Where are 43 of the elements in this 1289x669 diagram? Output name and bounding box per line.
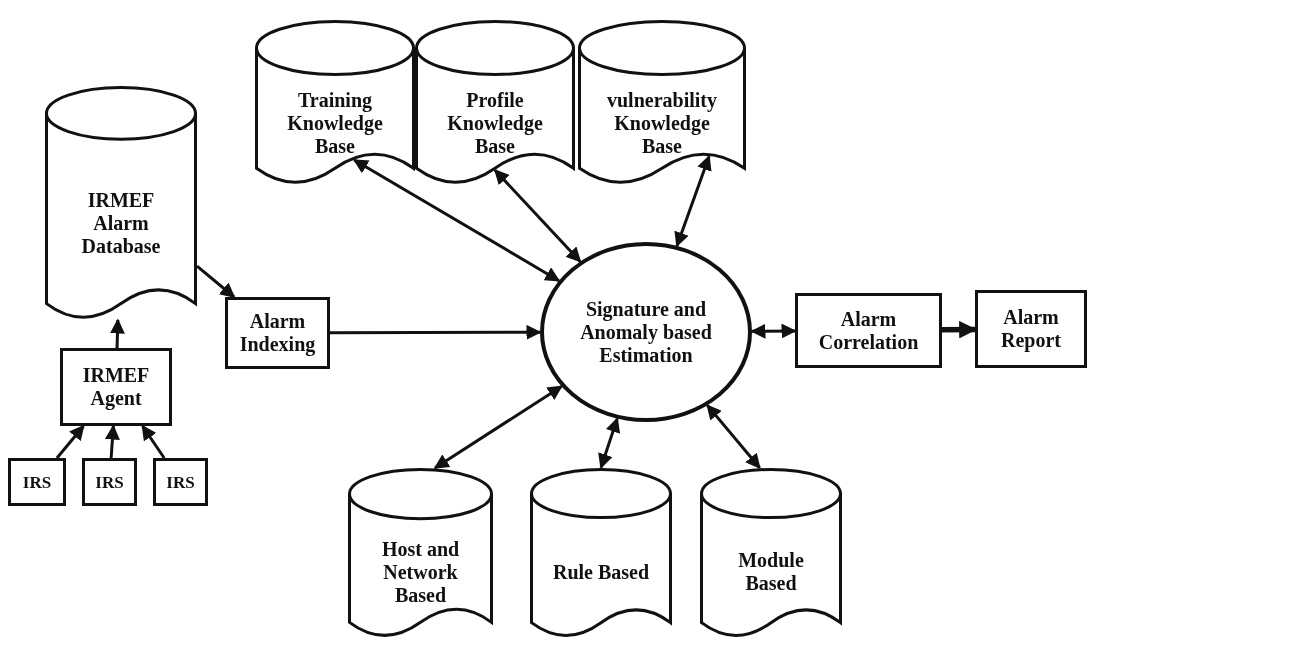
arrow xyxy=(598,417,621,469)
arrow xyxy=(104,424,120,459)
node-label: Alarm Report xyxy=(1000,306,1062,352)
node-label: IRS xyxy=(95,471,124,494)
process-box xyxy=(8,458,66,506)
arrow xyxy=(55,424,85,459)
node-label: Host and Network Based xyxy=(380,538,461,608)
process-box xyxy=(82,458,137,506)
node-label: Training Knowledge Base xyxy=(286,89,384,158)
process-box xyxy=(60,348,172,426)
arrow xyxy=(493,169,582,263)
arrow xyxy=(433,385,563,470)
node-label: Rule Based xyxy=(552,560,650,584)
node-label: Alarm Correlation xyxy=(817,307,920,354)
node-label: Module Based xyxy=(737,549,805,596)
process-box xyxy=(153,458,208,506)
node-label: IRS xyxy=(166,471,195,494)
node-label: IRS xyxy=(22,471,52,494)
node-label: Profile Knowledge Base xyxy=(446,89,544,158)
arrow xyxy=(109,318,125,349)
database-cylinder xyxy=(255,20,415,185)
database-cylinder xyxy=(45,86,197,320)
arrow xyxy=(706,404,761,469)
database-cylinder xyxy=(700,468,842,638)
arrow xyxy=(330,324,542,340)
database-cylinder xyxy=(348,468,493,638)
process-ellipse xyxy=(540,242,752,422)
arrow xyxy=(141,424,166,459)
node-label: Signature and Anomaly based Estimation xyxy=(579,297,713,367)
node-label: IRMEF Alarm Database xyxy=(80,189,162,258)
database-cylinder xyxy=(530,468,672,638)
node-label: vulnerability Knowledge Base xyxy=(606,89,718,158)
database-cylinder xyxy=(415,20,575,185)
node-label: Alarm Indexing xyxy=(238,310,317,356)
node-label: IRMEF Agent xyxy=(81,364,151,410)
process-box xyxy=(225,297,330,369)
arrow xyxy=(942,320,977,339)
arrow xyxy=(674,155,712,248)
arrow xyxy=(352,158,561,282)
process-box xyxy=(975,290,1087,368)
arrow xyxy=(196,264,236,299)
process-box xyxy=(795,293,942,368)
database-cylinder xyxy=(578,20,746,185)
